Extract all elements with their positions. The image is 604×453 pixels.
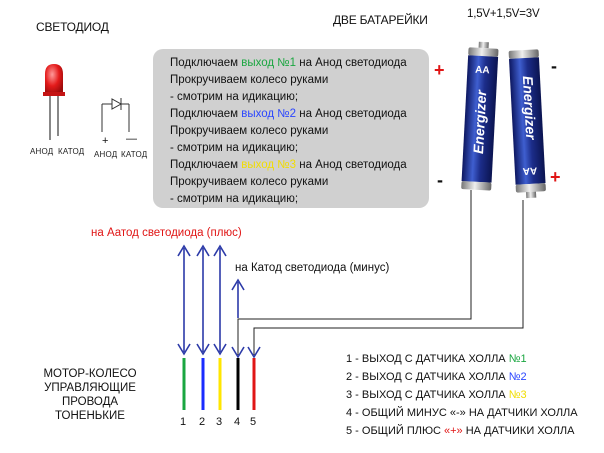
legend-2-text: 2 - ВЫХОД С ДАТЧИКА ХОЛЛА — [346, 371, 509, 383]
led-rim — [43, 92, 65, 96]
minus-lead — [237, 190, 472, 355]
wire-legend: 1 - ВЫХОД С ДАТЧИКА ХОЛЛА №1 2 - ВЫХОД С… — [346, 350, 578, 440]
wire-number-3: 3 — [216, 416, 223, 428]
led-illustration — [43, 64, 65, 140]
instruction-text: Подключаем выход №1 на Анод светодиода П… — [170, 55, 407, 208]
motor-wheel-label: МОТОР-КОЛЕСО УПРАВЛЯЮЩИЕ ПРОВОДА ТОНЕНЬК… — [20, 367, 160, 423]
battery-left-minus-sign: - — [437, 170, 443, 190]
wires — [182, 358, 256, 410]
led-body — [45, 64, 63, 94]
instr-observe-3: - смотрим на идикацию; — [170, 193, 299, 205]
legend-item-5: 5 - ОБЩИЙ ПЛЮС «+» НА ДАТЧИКИ ХОЛЛА — [346, 422, 578, 440]
battery-right: Energizer AA — [508, 49, 546, 199]
wire-number-5: 5 — [250, 416, 257, 428]
battery-left-brand: Energizer — [470, 88, 489, 154]
instr-observe-1: - смотрим на идикацию; — [170, 91, 299, 103]
anode-arrows — [177, 244, 227, 356]
diode-symbol — [101, 98, 130, 132]
instr-step1-pre: Подключаем — [170, 57, 242, 69]
instr-step3-pre: Подключаем — [170, 159, 242, 171]
anode-connection-label: на Аатод светодиода (плюс) — [91, 227, 242, 239]
legend-item-2: 2 - ВЫХОД С ДАТЧИКА ХОЛЛА №2 — [346, 368, 578, 386]
instr-step1: Подключаем выход №1 на Анод светодиода — [170, 55, 407, 72]
legend-4-symbol: «-» — [449, 407, 466, 419]
motor-wheel-line-3: ТОНЕНЬКИЕ — [55, 410, 125, 422]
instr-step2-pre: Подключаем — [170, 108, 242, 120]
legend-3-number: №3 — [508, 389, 527, 401]
instr-step3-post: на Анод светодиода — [296, 159, 407, 171]
instr-step3: Подключаем выход №3 на Анод светодиода — [170, 157, 407, 174]
instr-step2-post: на Анод светодиода — [296, 108, 407, 120]
led-title: СВЕТОДИОД — [36, 20, 109, 34]
motor-wheel-line-1: МОТОР-КОЛЕСО — [43, 368, 137, 380]
legend-5-symbol: «+» — [443, 425, 463, 437]
instr-rotate-3: Прокручиваем колесо руками — [170, 176, 329, 188]
diode-plus-sign: + — [102, 135, 109, 147]
battery-left-plus-sign: + — [434, 60, 445, 80]
legend-item-1: 1 - ВЫХОД С ДАТЧИКА ХОЛЛА №1 — [346, 350, 578, 368]
battery-left-size: AA — [475, 65, 490, 77]
battery-right-brand: Energizer — [520, 75, 539, 141]
wire-number-2: 2 — [199, 416, 206, 428]
legend-5-pre: 5 - ОБЩИЙ ПЛЮС — [346, 425, 444, 437]
cathode-connection-label: на Катод светодиода (минус) — [235, 262, 390, 274]
plus-lead — [253, 200, 524, 355]
batteries-title: ДВЕ БАТАРЕЙКИ — [333, 13, 428, 27]
diode-cathode-label: КАТОД — [121, 150, 148, 159]
battery-left: AA Energizer — [461, 41, 499, 191]
legend-4-post: НА ДАТЧИКИ ХОЛЛА — [465, 407, 578, 419]
instr-step1-output: выход №1 — [241, 57, 297, 69]
instr-observe-2: - смотрим на идикацию; — [170, 142, 299, 154]
led-anode-label: АНОД — [30, 147, 54, 156]
instr-step2-output: выход №2 — [241, 108, 297, 120]
legend-4-pre: 4 - ОБЩИЙ МИНУС — [346, 407, 450, 419]
legend-3-text: 3 - ВЫХОД С ДАТЧИКА ХОЛЛА — [346, 389, 509, 401]
battery-right-plus-sign: + — [550, 167, 561, 187]
legend-5-post: НА ДАТЧИКИ ХОЛЛА — [462, 425, 575, 437]
diode-anode-label: АНОД — [94, 150, 118, 159]
voltage-label: 1,5V+1,5V=3V — [467, 8, 540, 20]
legend-item-4: 4 - ОБЩИЙ МИНУС «-» НА ДАТЧИКИ ХОЛЛА — [346, 404, 578, 422]
legend-1-number: №1 — [508, 353, 527, 365]
cathode-arrow — [231, 278, 245, 318]
instr-rotate-1: Прокручиваем колесо руками — [170, 74, 329, 86]
battery-right-minus-sign: - — [551, 56, 557, 76]
wire-number-4: 4 — [234, 416, 241, 428]
led-cathode-label: КАТОД — [58, 147, 85, 156]
battery-right-size: AA — [522, 165, 537, 177]
instruction-box — [153, 49, 429, 208]
motor-wheel-line-2: УПРАВЛЯЮЩИЕ ПРОВОДА — [44, 382, 136, 408]
lead-arrows — [231, 346, 261, 359]
diode-minus-sign: — — [126, 133, 137, 145]
legend-2-number: №2 — [508, 371, 527, 383]
instr-step2: Подключаем выход №2 на Анод светодиода — [170, 106, 407, 123]
legend-item-3: 3 - ВЫХОД С ДАТЧИКА ХОЛЛА №3 — [346, 386, 578, 404]
instr-step3-output: выход №3 — [241, 159, 297, 171]
instr-step1-post: на Анод светодиода — [296, 57, 407, 69]
batteries-illustration: AA Energizer Energizer AA — [461, 41, 546, 199]
instr-rotate-2: Прокручиваем колесо руками — [170, 125, 329, 137]
wire-number-1: 1 — [180, 416, 187, 428]
legend-1-text: 1 - ВЫХОД С ДАТЧИКА ХОЛЛА — [346, 353, 509, 365]
